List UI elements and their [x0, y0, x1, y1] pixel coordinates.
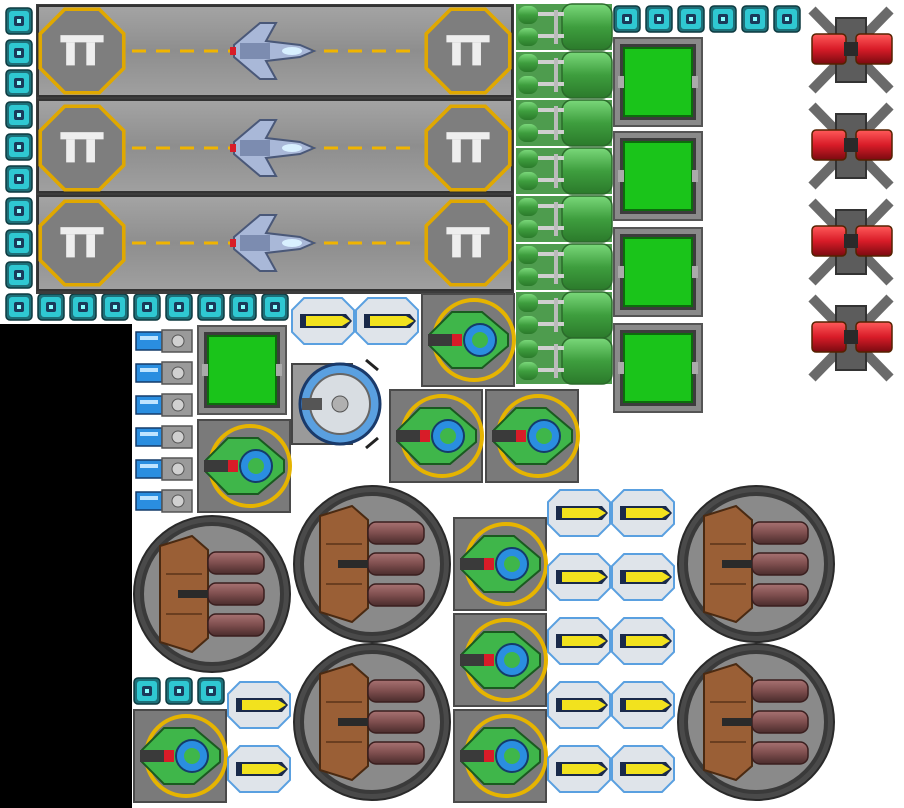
green-screen-icon[interactable]: [613, 131, 703, 221]
cell-column-left[interactable]: [5, 7, 33, 321]
green-screen-icon[interactable]: [613, 227, 703, 317]
drone-grid[interactable]: [547, 489, 675, 793]
yellow-drone-icon[interactable]: [611, 553, 675, 601]
green-fighter-icon[interactable]: [420, 292, 516, 388]
turret-column[interactable]: [806, 4, 896, 384]
blue-thruster-icon[interactable]: [131, 357, 197, 389]
fuel-tank-icon[interactable]: [515, 51, 613, 99]
yellow-drone-icon[interactable]: [547, 489, 611, 537]
yellow-drone-icon[interactable]: [611, 745, 675, 793]
red-turret-icon[interactable]: [806, 292, 896, 384]
yellow-drone-icon[interactable]: [611, 617, 675, 665]
cell-row-middle[interactable]: [37, 293, 289, 321]
fuel-tank-icon[interactable]: [515, 243, 613, 291]
heavy-cannon-icon[interactable]: [292, 642, 452, 802]
fuel-tank-icon[interactable]: [515, 3, 613, 51]
landing-pad-icon: [38, 7, 126, 95]
cell-row-bottom[interactable]: [133, 677, 225, 705]
hangar-bays[interactable]: [36, 4, 514, 294]
red-turret-icon[interactable]: [806, 4, 896, 96]
red-turret-icon[interactable]: [806, 196, 896, 288]
heavy-cannon-icon[interactable]: [676, 484, 836, 644]
fuel-tank-icon[interactable]: [515, 147, 613, 195]
cell-row-top[interactable]: [613, 5, 801, 33]
yellow-drone-icon[interactable]: [547, 553, 611, 601]
green-screen-icon[interactable]: [197, 325, 287, 415]
heavy-cannon-icon[interactable]: [292, 484, 452, 644]
red-turret-icon[interactable]: [806, 100, 896, 192]
hangar-bay-3[interactable]: [37, 195, 513, 291]
landing-pad-icon: [424, 7, 512, 95]
thruster-column[interactable]: [131, 325, 197, 517]
landing-pad-icon: [38, 199, 126, 287]
yellow-drone-icon[interactable]: [291, 297, 355, 345]
green-fighter-icon[interactable]: [452, 708, 548, 804]
yellow-drone-icon[interactable]: [227, 681, 291, 729]
blue-thruster-icon[interactable]: [131, 421, 197, 453]
green-fighter-icon[interactable]: [484, 388, 580, 484]
screen-column[interactable]: [613, 37, 703, 413]
blue-thruster-icon[interactable]: [131, 485, 197, 517]
heavy-cannon-icon[interactable]: [132, 514, 292, 674]
hangar-bay-2[interactable]: [37, 99, 513, 193]
blue-thruster-icon[interactable]: [131, 389, 197, 421]
yellow-drone-icon[interactable]: [547, 745, 611, 793]
fuel-tank-icon[interactable]: [515, 337, 613, 385]
yellow-drone-icon[interactable]: [227, 745, 291, 793]
blue-thruster-icon[interactable]: [131, 453, 197, 485]
green-fighter-icon[interactable]: [452, 612, 548, 708]
yellow-drone-icon[interactable]: [547, 617, 611, 665]
yellow-drone-icon[interactable]: [355, 297, 419, 345]
yellow-drone-icon[interactable]: [611, 681, 675, 729]
green-fighter-icon[interactable]: [452, 516, 548, 612]
green-fighter-icon[interactable]: [388, 388, 484, 484]
reactor-core-icon[interactable]: [291, 358, 382, 450]
blue-thruster-icon[interactable]: [131, 325, 197, 357]
green-fighter-icon[interactable]: [196, 418, 292, 514]
heavy-cannon-icon[interactable]: [676, 642, 836, 802]
hangar-bay-1[interactable]: [37, 5, 513, 97]
fuel-tank-column[interactable]: [515, 3, 613, 385]
yellow-drone-icon[interactable]: [611, 489, 675, 537]
landing-pad-icon: [424, 199, 512, 287]
yellow-drone-icon[interactable]: [547, 681, 611, 729]
green-screen-icon[interactable]: [613, 37, 703, 127]
landing-pad-icon: [424, 104, 512, 192]
green-fighter-icon[interactable]: [132, 708, 228, 804]
fuel-tank-icon[interactable]: [515, 291, 613, 339]
void-area: [0, 324, 132, 808]
fuel-tank-icon[interactable]: [515, 99, 613, 147]
green-screen-icon[interactable]: [613, 323, 703, 413]
fuel-tank-icon[interactable]: [515, 195, 613, 243]
landing-pad-icon: [38, 104, 126, 192]
